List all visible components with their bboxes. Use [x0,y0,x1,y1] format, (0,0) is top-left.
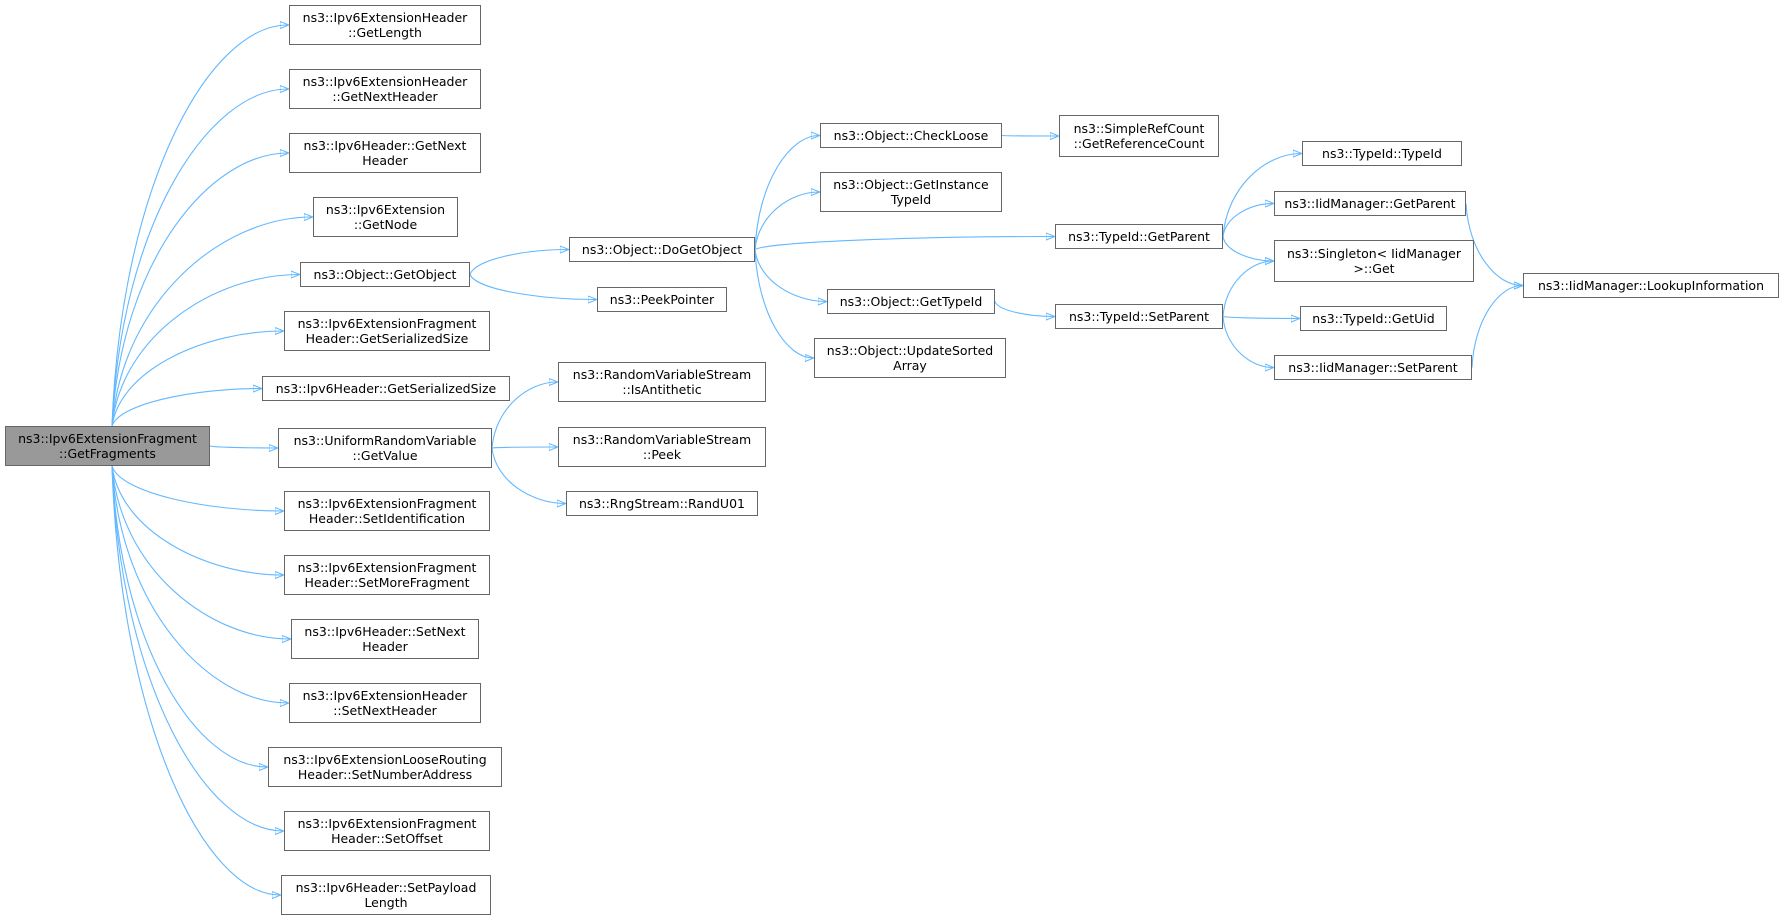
edge-d3-to-e4 [1222,317,1299,319]
node-ipv6-header-get-serialized-size[interactable]: ns3::Ipv6Header::GetSerializedSize [262,376,510,401]
edge-a8-to-b3 [491,382,557,449]
edge-root-to-a8 [209,446,277,448]
node-root-get-fragments[interactable]: ns3::Ipv6ExtensionFragment::GetFragments [5,426,210,466]
edge-root-to-a12 [111,465,288,703]
edge-c1-to-d1 [1001,136,1058,137]
edge-root-to-a1 [111,25,288,427]
node-ipv6-extension-header-set-next-header[interactable]: ns3::Ipv6ExtensionHeader::SetNextHeader [289,683,481,723]
edge-a8-to-b4 [491,447,557,448]
edge-d2-to-e1 [1222,154,1301,237]
edge-root-to-a9 [111,465,283,511]
node-rng-stream-rand-u01[interactable]: ns3::RngStream::RandU01 [566,491,758,516]
edge-b1-to-c2 [754,192,819,250]
edge-root-to-a11 [111,465,290,639]
node-ipv6-extension-header-get-next-header[interactable]: ns3::Ipv6ExtensionHeader::GetNextHeader [289,69,481,109]
node-type-id-type-id[interactable]: ns3::TypeId::TypeId [1302,141,1462,166]
edge-d3-to-e3 [1222,261,1273,317]
edge-d2-to-e3 [1222,236,1273,262]
node-random-variable-stream-peek[interactable]: ns3::RandomVariableStream::Peek [558,427,766,467]
edge-a8-to-b5 [491,447,565,504]
edge-root-to-a10 [111,465,283,575]
node-uniform-random-variable-get-value[interactable]: ns3::UniformRandomVariable::GetValue [278,428,492,468]
edge-b1-to-d2 [754,237,1054,250]
edge-root-to-a7 [111,389,261,427]
node-simple-ref-count-get-reference-count[interactable]: ns3::SimpleRefCount::GetReferenceCount [1059,115,1219,157]
edge-b1-to-c1 [754,136,819,250]
edge-e5-to-f1 [1471,286,1522,368]
edge-root-to-a2 [111,89,288,427]
node-iid-manager-set-parent[interactable]: ns3::IidManager::SetParent [1274,355,1472,380]
node-type-id-get-parent[interactable]: ns3::TypeId::GetParent [1055,224,1223,249]
node-object-get-object[interactable]: ns3::Object::GetObject [300,262,470,287]
edge-root-to-a15 [111,465,280,895]
edge-a5-to-b2 [469,274,596,300]
node-object-do-get-object[interactable]: ns3::Object::DoGetObject [569,237,755,262]
node-type-id-get-uid[interactable]: ns3::TypeId::GetUid [1300,306,1447,331]
node-singleton-iid-manager-get[interactable]: ns3::Singleton< IidManager>::Get [1274,240,1474,282]
edge-d3-to-e5 [1222,316,1273,368]
node-random-variable-stream-is-antithetic[interactable]: ns3::RandomVariableStream::IsAntithetic [558,362,766,402]
node-iid-manager-lookup-information[interactable]: ns3::IidManager::LookupInformation [1523,273,1779,298]
node-object-get-type-id[interactable]: ns3::Object::GetTypeId [827,289,995,314]
edge-root-to-a5 [111,275,299,427]
edge-c3-to-d3 [994,301,1054,317]
edge-b1-to-c4 [754,249,813,359]
edge-d2-to-e2 [1222,204,1273,237]
node-type-id-set-parent[interactable]: ns3::TypeId::SetParent [1055,304,1223,329]
edge-a5-to-b1 [469,250,568,275]
edge-root-to-a6 [111,331,283,427]
node-peek-pointer[interactable]: ns3::PeekPointer [597,287,727,312]
edge-root-to-a13 [111,465,267,767]
node-object-check-loose[interactable]: ns3::Object::CheckLoose [820,123,1002,148]
node-ipv6-extension-header-get-length[interactable]: ns3::Ipv6ExtensionHeader::GetLength [289,5,481,45]
edge-root-to-a4 [111,217,312,427]
edge-e2-to-f1 [1465,203,1522,286]
edge-b1-to-c3 [754,249,826,302]
node-ipv6-extension-get-node[interactable]: ns3::Ipv6Extension::GetNode [313,197,458,237]
edge-root-to-a3 [111,153,288,427]
node-iid-manager-get-parent[interactable]: ns3::IidManager::GetParent [1274,191,1466,216]
edge-root-to-a14 [111,465,283,831]
